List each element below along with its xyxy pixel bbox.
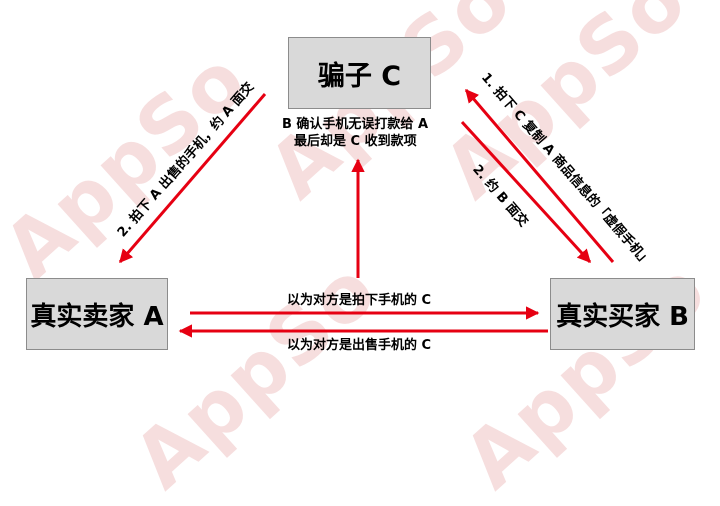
label-center-line2: 最后却是 C 收到款项 <box>294 134 417 149</box>
node-scammer-c: 骗子 C <box>288 37 431 109</box>
arrow-c-to-b <box>460 120 592 264</box>
flow-arrows <box>118 88 615 338</box>
node-buyer-b: 真实买家 B <box>550 278 695 350</box>
arrow-b-to-c <box>464 88 615 263</box>
label-center-line1: B 确认手机无误打款给 A <box>282 117 429 132</box>
arrow-c-to-a <box>118 93 267 264</box>
label-bottom-bottom: 以为对方是出售手机的 C <box>287 338 432 353</box>
node-seller-a: 真实卖家 A <box>26 278 168 350</box>
label-bottom-top: 以为对方是拍下手机的 C <box>287 293 432 308</box>
